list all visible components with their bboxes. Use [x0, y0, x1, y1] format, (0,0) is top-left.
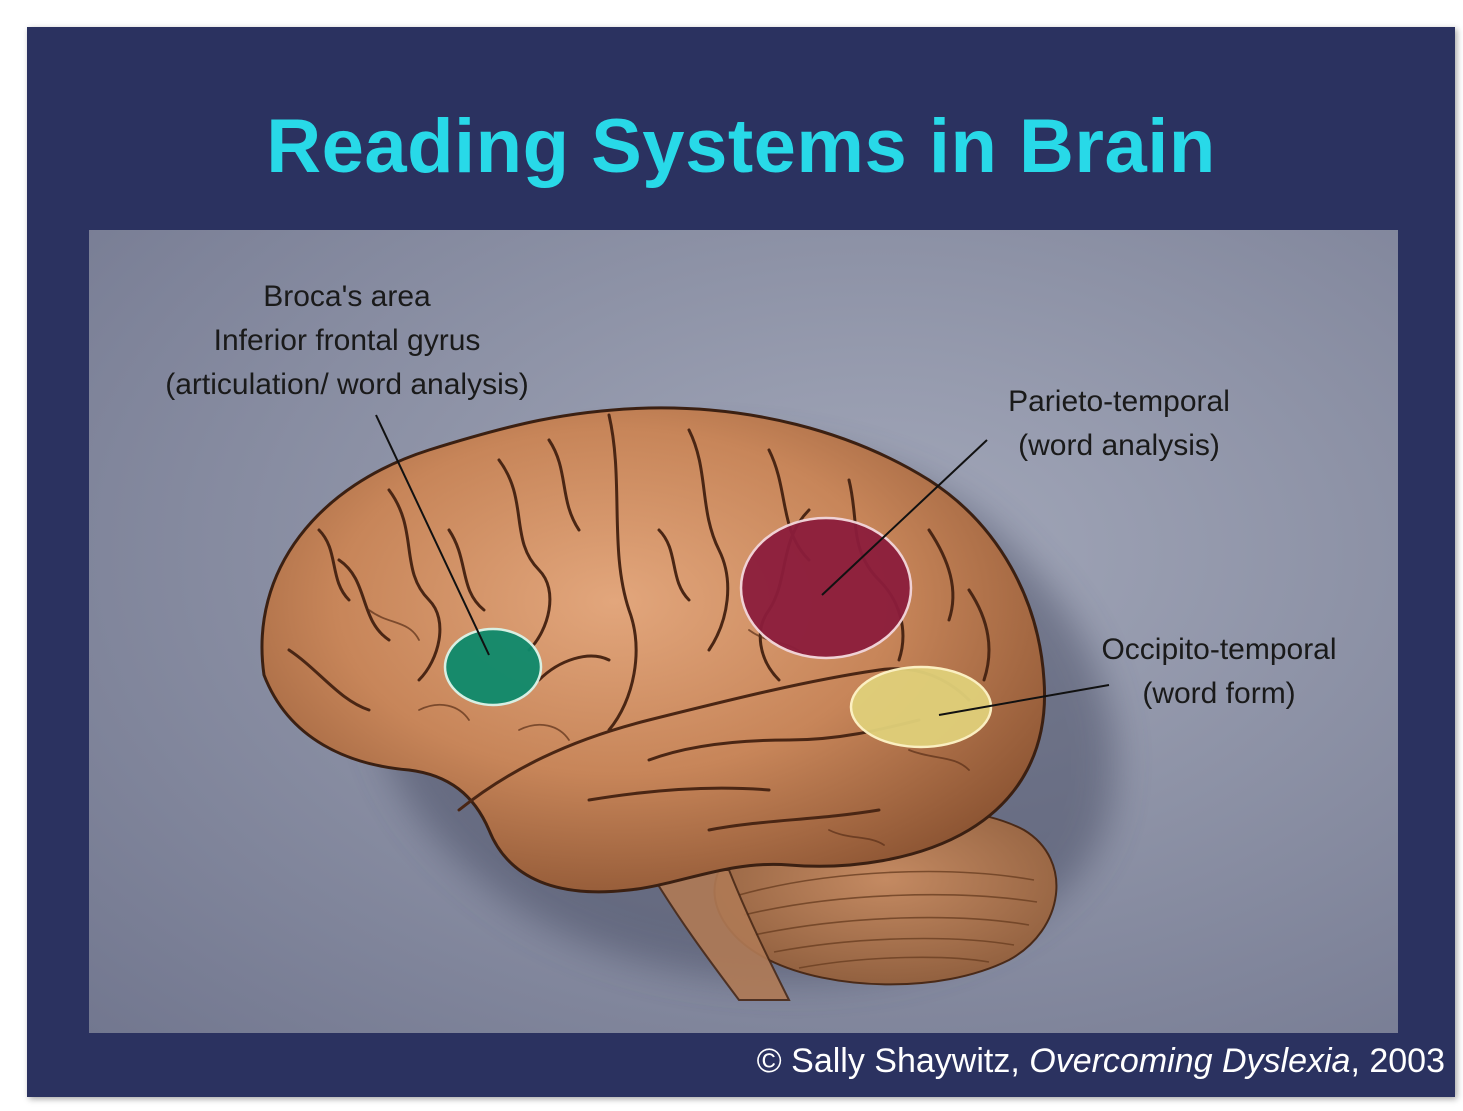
- cerebrum: [262, 408, 1045, 892]
- broca-region: [445, 629, 541, 705]
- broca-label-line1: Broca's area: [127, 275, 567, 319]
- credit-book-title: Overcoming Dyslexia: [1029, 1042, 1350, 1080]
- occipito-temporal-region: [851, 667, 991, 747]
- copyright-credit: © Sally Shaywitz, Overcoming Dyslexia, 2…: [757, 1042, 1445, 1081]
- occipito-label-line1: Occipito-temporal: [1064, 628, 1374, 672]
- parieto-temporal-region: [741, 518, 911, 658]
- broca-label: Broca's area Inferior frontal gyrus (art…: [127, 275, 567, 407]
- parieto-label-line2: (word analysis): [974, 424, 1264, 468]
- occipito-label-line2: (word form): [1064, 672, 1374, 716]
- occipito-label: Occipito-temporal (word form): [1064, 628, 1374, 716]
- slide: Reading Systems in Brain: [27, 27, 1455, 1097]
- parieto-label-line1: Parieto-temporal: [974, 380, 1264, 424]
- brain-illustration-panel: Broca's area Inferior frontal gyrus (art…: [89, 230, 1398, 1033]
- credit-year: , 2003: [1350, 1042, 1445, 1080]
- parieto-label: Parieto-temporal (word analysis): [974, 380, 1264, 468]
- copyright-icon: ©: [757, 1042, 782, 1080]
- broca-label-line3: (articulation/ word analysis): [127, 363, 567, 407]
- slide-title: Reading Systems in Brain: [27, 102, 1455, 192]
- credit-author: Sally Shaywitz,: [791, 1042, 1020, 1080]
- broca-label-line2: Inferior frontal gyrus: [127, 319, 567, 363]
